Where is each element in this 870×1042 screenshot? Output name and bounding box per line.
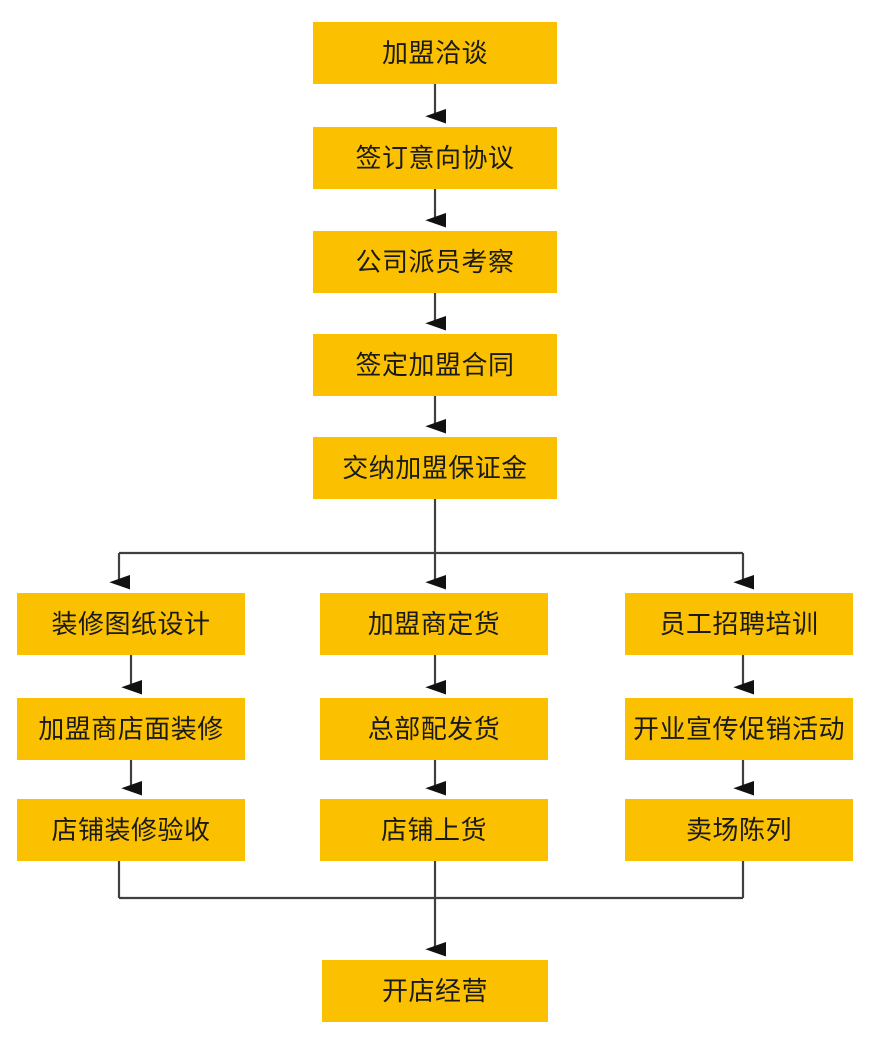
flow-node-label: 加盟商店面装修 — [38, 714, 224, 744]
flow-node-label: 总部配发货 — [367, 714, 501, 744]
flow-node-加盟洽谈[interactable]: 加盟洽谈 — [313, 22, 557, 84]
flow-node-装修图纸设计[interactable]: 装修图纸设计 — [17, 593, 245, 655]
flow-node-总部配发货[interactable]: 总部配发货 — [320, 698, 548, 760]
flow-node-label: 加盟洽谈 — [381, 38, 488, 68]
flow-node-加盟商定货[interactable]: 加盟商定货 — [320, 593, 548, 655]
flow-node-label: 卖场陈列 — [685, 815, 792, 845]
flow-node-卖场陈列[interactable]: 卖场陈列 — [625, 799, 853, 861]
flow-node-店铺上货[interactable]: 店铺上货 — [320, 799, 548, 861]
flow-node-员工招聘培训[interactable]: 员工招聘培训 — [625, 593, 853, 655]
flow-node-label: 开业宣传促销活动 — [632, 714, 845, 744]
flow-node-label: 员工招聘培训 — [659, 609, 819, 639]
flow-node-加盟商店面装修[interactable]: 加盟商店面装修 — [17, 698, 245, 760]
flow-node-店铺装修验收[interactable]: 店铺装修验收 — [17, 799, 245, 861]
flow-node-开店经营[interactable]: 开店经营 — [322, 960, 548, 1022]
flow-node-公司派员考察[interactable]: 公司派员考察 — [313, 231, 557, 293]
flow-node-label: 签订意向协议 — [355, 143, 515, 173]
flow-node-label: 开店经营 — [381, 976, 488, 1006]
flow-node-交纳加盟保证金[interactable]: 交纳加盟保证金 — [313, 437, 557, 499]
flow-node-签订意向协议[interactable]: 签订意向协议 — [313, 127, 557, 189]
flow-node-label: 装修图纸设计 — [51, 609, 211, 639]
flow-node-label: 交纳加盟保证金 — [342, 453, 528, 483]
flow-node-label: 加盟商定货 — [367, 609, 501, 639]
flow-node-label: 店铺上货 — [380, 815, 487, 845]
flow-node-开业宣传促销活动[interactable]: 开业宣传促销活动 — [625, 698, 853, 760]
flow-node-签定加盟合同[interactable]: 签定加盟合同 — [313, 334, 557, 396]
flow-node-label: 签定加盟合同 — [355, 350, 515, 380]
flow-node-label: 店铺装修验收 — [51, 815, 211, 845]
flow-node-label: 公司派员考察 — [355, 247, 515, 277]
